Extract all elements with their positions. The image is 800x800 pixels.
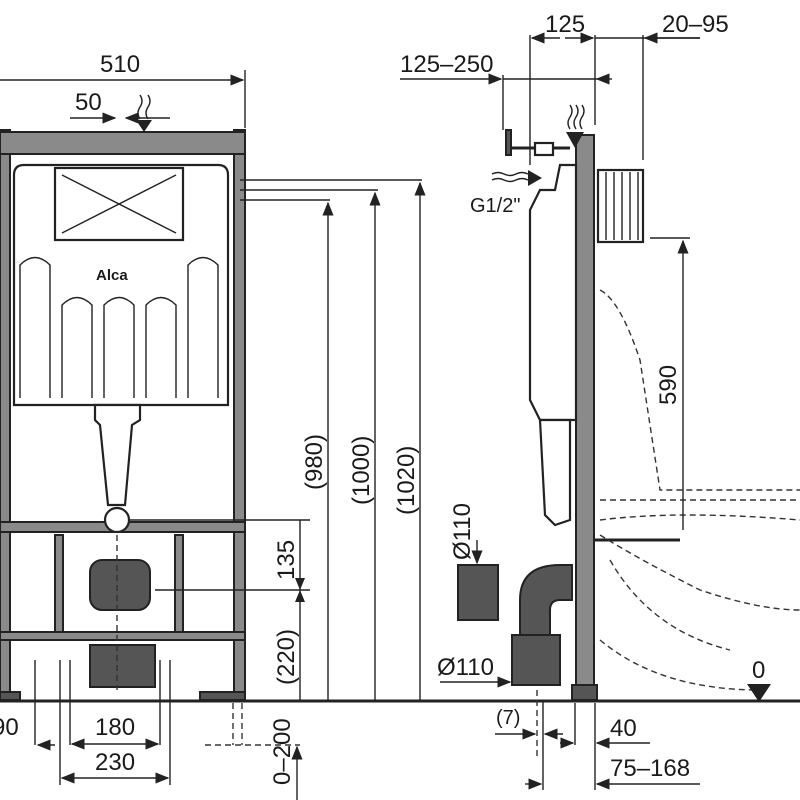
frame-left-upright — [0, 129, 11, 696]
side-frame-upright — [575, 134, 595, 696]
dim-90: 90 — [0, 714, 19, 741]
water-inlet-icon — [137, 94, 151, 120]
foot-right — [199, 691, 246, 701]
toilet-outline — [599, 289, 800, 491]
dim-pipe-lower: Ø110 — [437, 654, 494, 681]
dim-pipe-upper: Ø110 — [449, 503, 476, 560]
cistern-ribs — [19, 256, 219, 398]
frame-low-rail — [0, 631, 246, 641]
dim-50: 50 — [75, 89, 102, 116]
dim-220: (220) — [273, 629, 300, 685]
frame-top-rail — [0, 131, 246, 155]
floor-level-marker — [747, 684, 771, 702]
dim-1020: (1020) — [393, 446, 420, 515]
supply-thread-label: G1/2" — [470, 195, 520, 217]
floor-level-label: 0 — [752, 657, 765, 684]
side-foot — [571, 684, 598, 701]
flush-plate-box — [596, 168, 645, 244]
box-ribs — [605, 172, 639, 240]
flush-pipe — [93, 403, 142, 507]
side-inlet-icon — [491, 171, 529, 183]
drain-pipe-side — [511, 634, 561, 686]
dim-135: 135 — [273, 540, 300, 580]
drain-bend — [89, 559, 151, 611]
front-dimensions: 510 50 (980) (1000) (1020) 135 (220) 90 … — [0, 51, 426, 800]
foot-left — [0, 691, 21, 701]
dim-7: (7) — [496, 707, 520, 729]
frame-leg-left — [54, 534, 64, 641]
dim-510: 510 — [100, 51, 140, 78]
side-dimensions: 125 20–95 125–250 G1/2" 590 Ø110 Ø110 0 … — [400, 11, 771, 790]
supply-valve — [505, 129, 512, 156]
side-view — [457, 104, 800, 701]
dim-180: 180 — [95, 714, 135, 741]
frame-right-upright — [233, 129, 246, 696]
water-inlet-icon — [567, 104, 585, 130]
drain-fitting — [457, 564, 499, 621]
flush-outlet — [103, 506, 131, 534]
dim-75-168: 75–168 — [610, 755, 690, 782]
dim-590: 590 — [655, 365, 682, 405]
dim-0-200: 0–200 — [269, 718, 296, 785]
dim-20-95: 20–95 — [662, 11, 729, 38]
dim-980: (980) — [301, 434, 328, 490]
dim-1000: (1000) — [348, 436, 375, 505]
dim-230: 230 — [95, 749, 135, 776]
side-flush-pipe — [538, 418, 572, 527]
dim-125: 125 — [545, 11, 585, 38]
front-view: Alca — [0, 94, 246, 701]
frame-leg-right — [174, 534, 184, 641]
drain-pipe — [89, 644, 156, 688]
dim-40: 40 — [610, 715, 637, 742]
side-cistern — [528, 163, 578, 422]
brand-logo: Alca — [96, 267, 128, 284]
drain-elbow — [519, 564, 573, 636]
dim-125-250: 125–250 — [400, 51, 493, 78]
